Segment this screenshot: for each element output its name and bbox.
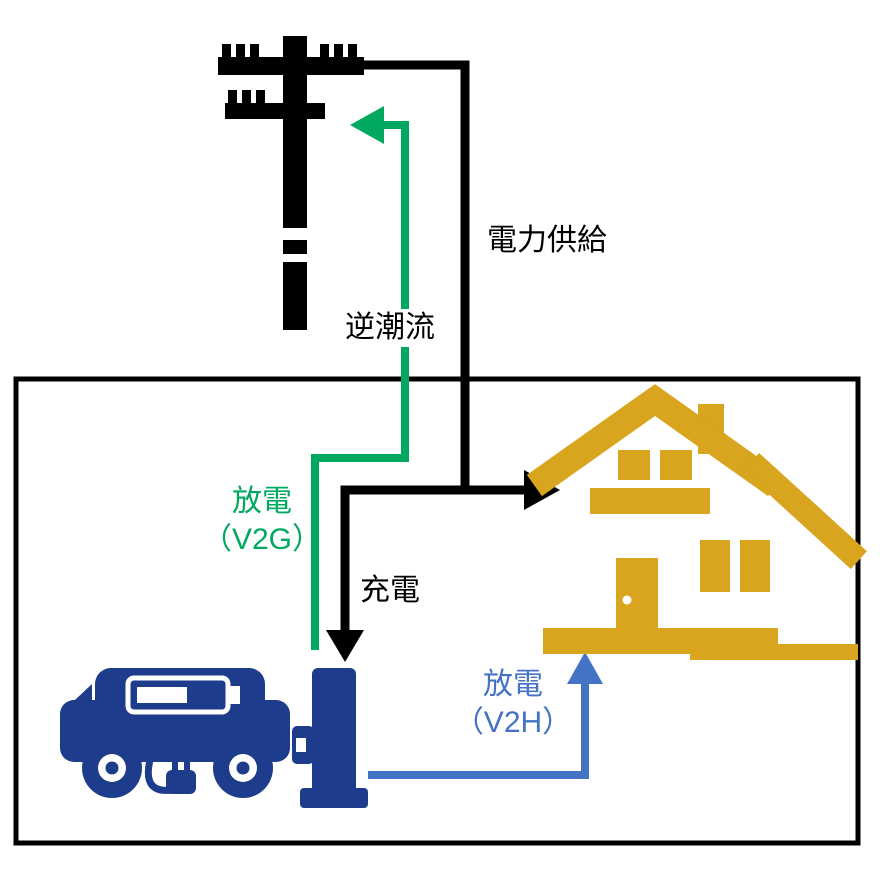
utility-pole-icon — [218, 36, 364, 330]
discharge-v2g-label: 放電 （V2G） — [186, 483, 338, 558]
ev-car-icon — [60, 668, 290, 798]
charging-station-icon — [292, 668, 368, 808]
charge-label: 充電 — [360, 574, 420, 607]
reverse-flow-arrow — [311, 106, 409, 650]
v2h-arrow — [368, 652, 603, 779]
discharge-v2h-label: 放電 （V2H） — [438, 666, 588, 741]
charge-arrow — [326, 485, 364, 662]
discharge-v2h-line2: （V2H） — [453, 705, 573, 739]
premises-box — [13, 376, 861, 846]
house-icon — [526, 384, 867, 660]
discharge-v2g-line2: （V2G） — [201, 522, 323, 556]
discharge-v2g-line1: 放電 — [232, 485, 292, 518]
power-supply-label: 電力供給 — [487, 224, 607, 257]
discharge-v2h-line1: 放電 — [483, 668, 543, 701]
reverse-flow-label: 逆潮流 — [340, 309, 440, 347]
